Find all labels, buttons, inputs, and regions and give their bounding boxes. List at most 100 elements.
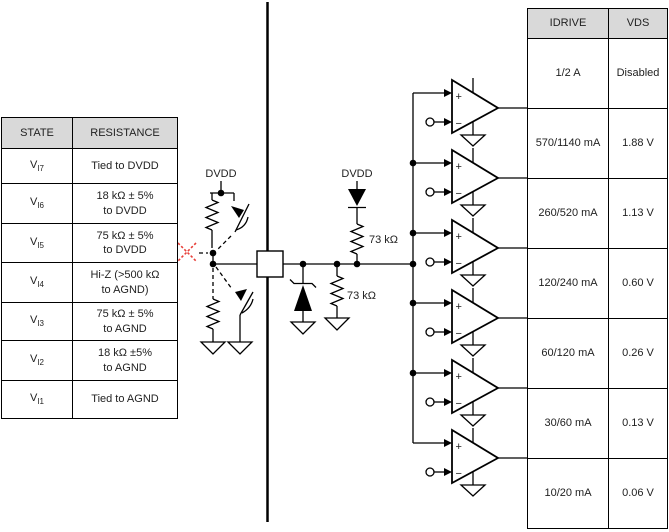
vds-cell: 1.88 V <box>608 108 668 179</box>
pin-square <box>256 250 284 278</box>
ground-icon <box>459 204 487 217</box>
comparator-bank: +−+−+−+−+−+− <box>413 78 528 497</box>
vds-cell: 0.13 V <box>608 388 668 459</box>
wire-dots <box>299 260 361 268</box>
resistance-header: RESISTANCE <box>72 117 178 149</box>
arrowhead-icon <box>444 159 452 167</box>
inverting-input-terminal <box>425 397 435 407</box>
comparator-triangle-icon <box>451 148 500 205</box>
inverting-input-terminal <box>425 327 435 337</box>
vds-cell: 0.26 V <box>608 318 668 389</box>
state-cell: VI3 <box>1 302 73 341</box>
junction-dots <box>209 249 217 268</box>
vds-header: VDS <box>608 8 668 39</box>
external-input-network: DVDD <box>177 168 257 355</box>
ground-icon <box>226 341 254 355</box>
pulldown-resistor-label: 73 kΩ <box>347 290 376 302</box>
inverting-input-terminal <box>425 187 435 197</box>
dvdd-diode-pullup-branch: DVDD 73 kΩ <box>341 168 398 264</box>
pulldown-resistor-symbol <box>199 268 227 355</box>
idrive-cell: 30/60 mA <box>527 388 609 459</box>
pullup-resistor-symbol <box>204 193 220 248</box>
switch-arrow-icon <box>231 206 244 218</box>
vds-cell: 0.60 V <box>608 248 668 319</box>
zener-diode-icon <box>294 285 312 311</box>
comparator: +− <box>413 78 528 147</box>
comparator-triangle-icon <box>451 358 500 415</box>
idrive-cell: 10/20 mA <box>527 458 609 529</box>
ground-icon <box>459 484 487 497</box>
table-header-row: STATE RESISTANCE <box>1 117 178 149</box>
arrowhead-icon <box>444 328 452 336</box>
comparator: +− <box>413 358 528 427</box>
arrowhead-icon <box>444 369 452 377</box>
arrowhead-icon <box>444 89 452 97</box>
vds-cell: 1.13 V <box>608 178 668 249</box>
plus-input-label: + <box>456 371 462 383</box>
comparator: +− <box>413 288 528 357</box>
arrowhead-icon <box>444 229 452 237</box>
switch-to-agnd <box>215 266 254 355</box>
protection-zener-branch <box>289 264 317 335</box>
inverting-input-terminal <box>425 117 435 127</box>
switch-to-dvdd <box>216 193 250 251</box>
pullup-resistor-label: 73 kΩ <box>369 234 398 246</box>
internal-network: DVDD 73 kΩ <box>283 78 528 497</box>
arrowhead-icon <box>444 118 452 126</box>
comparator: +− <box>413 428 528 497</box>
idrive-cell: 570/1140 mA <box>527 108 609 179</box>
plus-input-label: + <box>456 161 462 173</box>
inverting-input-terminal <box>425 257 435 267</box>
state-cell: VI2 <box>1 340 73 381</box>
plus-input-label: + <box>456 231 462 243</box>
dvdd-label-mid: DVDD <box>341 168 372 180</box>
comparator: +− <box>413 218 528 287</box>
resistance-cell: 18 kΩ ± 5% to DVDD <box>72 183 178 224</box>
diode-icon <box>348 189 366 206</box>
arrowhead-icon <box>444 468 452 476</box>
comparator-input-bus <box>409 93 417 443</box>
vds-cell: Disabled <box>608 38 668 109</box>
idrive-header: IDRIVE <box>527 8 609 39</box>
ground-icon <box>323 317 351 331</box>
arrowhead-icon <box>444 398 452 406</box>
minus-input-label: − <box>456 188 462 200</box>
ground-icon <box>459 414 487 427</box>
minus-input-label: − <box>456 118 462 130</box>
plus-input-label: + <box>456 91 462 103</box>
resistance-cell: 75 kΩ ± 5% to AGND <box>72 302 178 341</box>
ground-icon <box>199 341 227 355</box>
idrive-cell: 120/240 mA <box>527 248 609 319</box>
comparator-triangle-icon <box>451 218 500 275</box>
idrive-cell: 1/2 A <box>527 38 609 109</box>
arrowhead-icon <box>444 439 452 447</box>
dvdd-label-left: DVDD <box>205 168 236 180</box>
arrowhead-icon <box>444 188 452 196</box>
minus-input-label: − <box>456 328 462 340</box>
arrowhead-icon <box>444 258 452 266</box>
resistance-cell: Tied to AGND <box>72 380 178 419</box>
arrowhead-icon <box>444 299 452 307</box>
resistance-cell: Hi-Z (>500 kΩ to AGND) <box>72 262 178 303</box>
comparator: +− <box>413 148 528 217</box>
resistance-cell: Tied to DVDD <box>72 148 178 184</box>
no-connect-x-icon <box>177 242 208 262</box>
plus-input-label: + <box>456 301 462 313</box>
ground-icon <box>459 134 487 147</box>
resistance-cell: 18 kΩ ±5% to AGND <box>72 340 178 381</box>
idrive-cell: 60/120 mA <box>527 318 609 389</box>
minus-input-label: − <box>456 398 462 410</box>
